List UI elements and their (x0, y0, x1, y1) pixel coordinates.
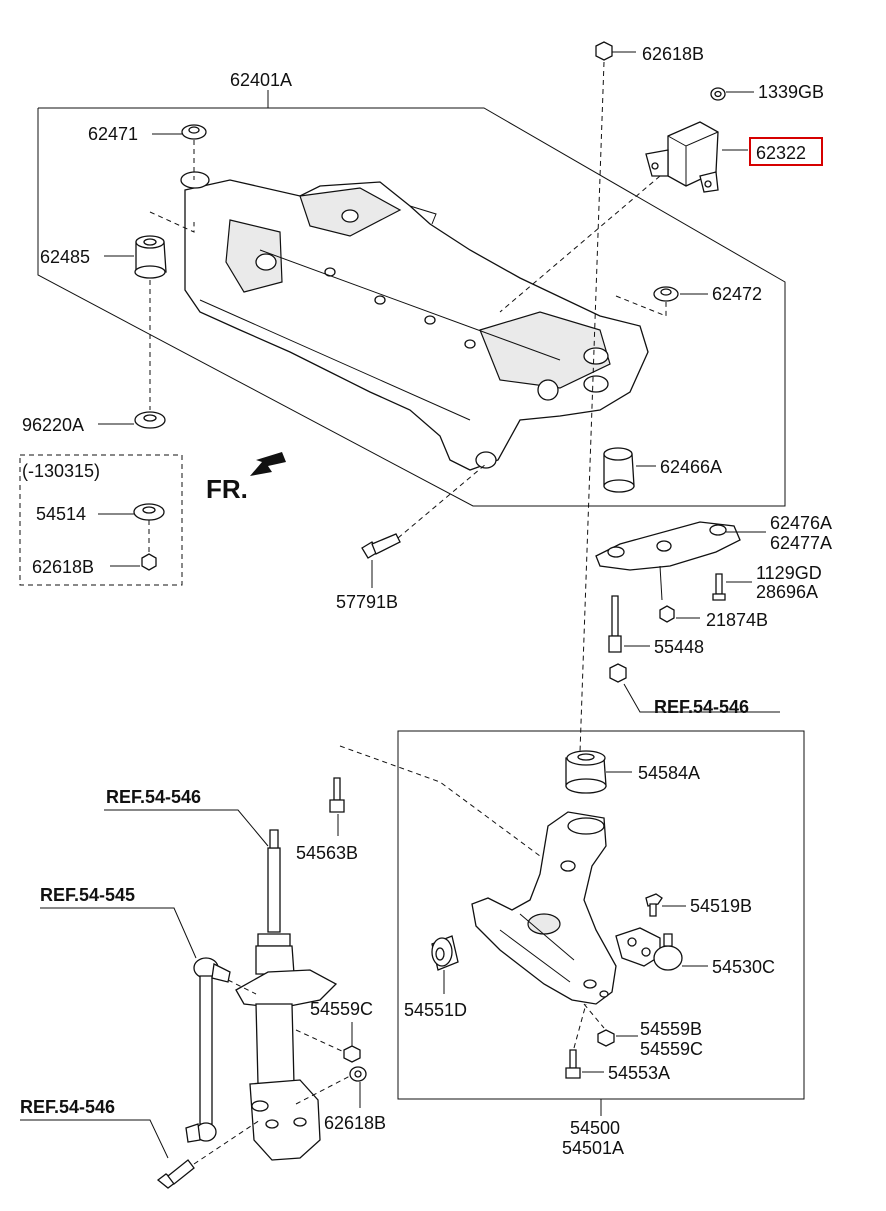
label-130315: (-130315) (22, 461, 100, 481)
nut-62618B-box (141, 553, 157, 571)
subframe-crossmember (180, 171, 649, 471)
ref-54546-strut: REF.54-546 (106, 787, 201, 807)
label-57791B: 57791B (336, 592, 398, 612)
label-54514: 54514 (36, 504, 86, 524)
nut-21874B (659, 605, 675, 623)
bolt-54519B (645, 893, 663, 917)
label-62485: 62485 (40, 247, 90, 267)
label-1339GB: 1339GB (758, 82, 824, 102)
label-62466A: 62466A (660, 457, 722, 477)
washer-1339GB (710, 87, 726, 101)
nut-54559B (597, 1029, 615, 1047)
label-96220A: 96220A (22, 415, 84, 435)
stud-55448 (608, 595, 622, 653)
label-62472: 62472 (712, 284, 762, 304)
label-62618B-box: 62618B (32, 557, 94, 577)
label-54500: 54500 (570, 1118, 620, 1138)
label-62618B-bottom: 62618B (324, 1113, 386, 1133)
ball-joint-54530C (615, 927, 683, 971)
bolt-1129GD (712, 573, 726, 601)
label-62476A: 62476A (770, 513, 832, 533)
bolt-strut-bottom (156, 1159, 195, 1189)
ref-54545: REF.54-545 (40, 885, 135, 905)
label-62477A: 62477A (770, 533, 832, 553)
ref-54546-upper: REF.54-546 (654, 697, 749, 717)
highlight-box-62322 (749, 137, 823, 166)
label-54559C-left: 54559C (310, 999, 373, 1019)
nut-ref-54546 (609, 663, 627, 683)
lower-control-arm (471, 811, 617, 1005)
bolt-54563B (329, 777, 345, 813)
label-28696A: 28696A (756, 582, 818, 602)
label-54530C: 54530C (712, 957, 775, 977)
label-62618B-top: 62618B (642, 44, 704, 64)
label-54563B: 54563B (296, 843, 358, 863)
label-55448: 55448 (654, 637, 704, 657)
nut-62618B-top (595, 41, 613, 61)
bolt-57791B (361, 533, 401, 559)
label-54501A: 54501A (562, 1138, 624, 1158)
washer-62471 (181, 124, 207, 140)
label-62471: 62471 (88, 124, 138, 144)
label-54584A: 54584A (638, 763, 700, 783)
bushing-62485 (134, 235, 167, 279)
bracket-62476A (595, 521, 741, 601)
bracket-62322 (645, 121, 719, 193)
nut-54559C-left (343, 1045, 361, 1063)
washer-62472 (653, 286, 679, 302)
bushing-62466A (603, 447, 635, 493)
ref-54546-lower: REF.54-546 (20, 1097, 115, 1117)
label-54559C-right: 54559C (640, 1039, 703, 1059)
variant-box-130315 (19, 454, 183, 586)
label-54519B: 54519B (690, 896, 752, 916)
nut-62618B-bottom (349, 1066, 367, 1082)
label-54553A: 54553A (608, 1063, 670, 1083)
front-direction-arrow-icon (250, 452, 286, 476)
strut-assembly (235, 829, 338, 1161)
label-54559B: 54559B (640, 1019, 702, 1039)
bushing-54584A (565, 750, 607, 794)
label-54551D: 54551D (404, 1000, 467, 1020)
washer-96220A (134, 411, 166, 429)
label-62401A: 62401A (230, 70, 292, 90)
label-62322: 62322 (756, 143, 806, 163)
label-front: FR. (206, 474, 248, 504)
washer-54514 (133, 503, 165, 521)
label-1129GD: 1129GD (756, 563, 822, 583)
subframe-group-outline (37, 90, 786, 507)
stabilizer-link (185, 957, 231, 1143)
bolt-54553A (565, 1049, 581, 1079)
label-21874B: 21874B (706, 610, 768, 630)
bushing-54551D (431, 935, 459, 971)
